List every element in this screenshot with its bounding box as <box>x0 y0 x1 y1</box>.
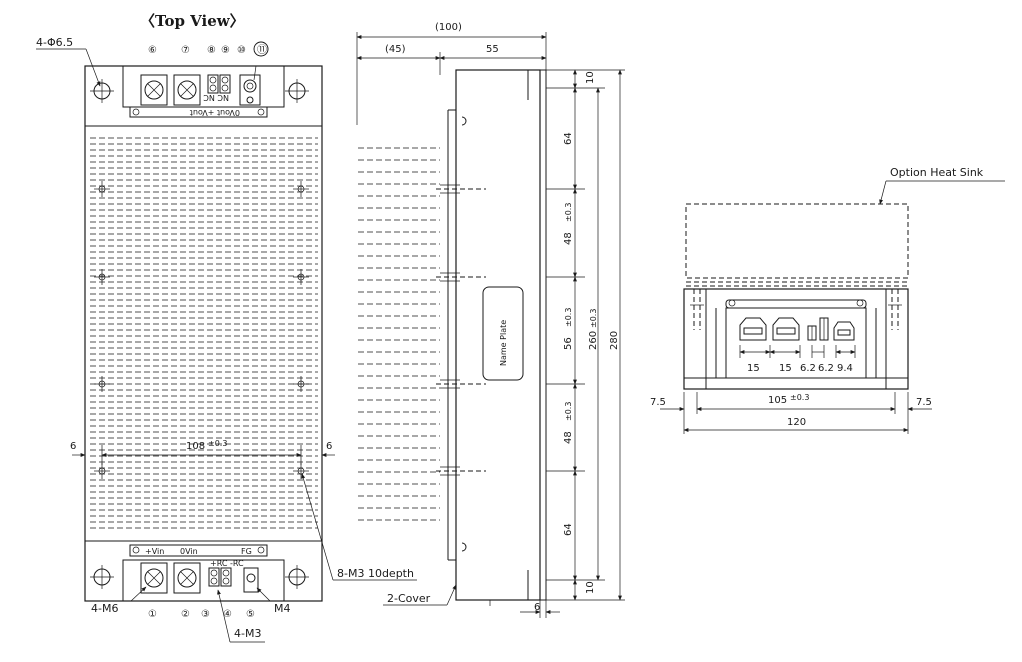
bottom-terminal-block <box>129 544 268 594</box>
m6-label: 4-M6 <box>91 602 118 615</box>
dim-64-top: 64 <box>563 132 574 145</box>
spacing-9-4: 9.4 <box>837 363 853 374</box>
mount-holes-label: 4-Φ6.5 <box>36 36 73 49</box>
dim-105: 105 <box>768 395 787 406</box>
option-heat-sink-label: Option Heat Sink <box>890 166 984 179</box>
output-label: 0Vout +Vout <box>190 108 240 117</box>
top-view-body <box>84 65 323 602</box>
spacing-6-2: 6.2 <box>800 363 816 374</box>
vertical-dimensions <box>546 69 625 601</box>
terminal-number: ② <box>181 609 190 620</box>
tolerance: ±0.3 <box>564 308 573 327</box>
name-plate <box>482 286 524 381</box>
dim-55: 55 <box>486 44 499 55</box>
spacing-6-2: 6.2 <box>818 363 834 374</box>
terminal-number: ③ <box>201 609 210 620</box>
dim-56: 56 <box>563 337 574 350</box>
terminal-number: ⑩ <box>237 45 246 56</box>
terminal-number: ⑤ <box>246 609 255 620</box>
mounting-hole-icon <box>90 79 309 589</box>
top-view-title: 〈Top View〉 <box>140 12 245 30</box>
bottom-terminal-plate <box>122 559 285 602</box>
terminal-number: ⑦ <box>181 45 190 56</box>
terminal-number: ⑥ <box>148 45 157 56</box>
dim-45: (45) <box>385 44 406 55</box>
tolerance: ±0.3 <box>589 309 598 328</box>
dim-100: (100) <box>435 22 462 33</box>
side-screw-icon <box>436 184 486 476</box>
dim-64-bottom: 64 <box>563 523 574 536</box>
name-plate-label: Name Plate <box>499 320 508 366</box>
front-terminal-block <box>739 317 855 341</box>
heat-sink-fins <box>90 137 318 529</box>
terminal-number: ⑧ <box>207 45 216 56</box>
dim-280: 280 <box>609 331 620 350</box>
option-heat-sink <box>685 203 909 279</box>
vin-plus-label: +Vin <box>145 547 164 556</box>
side-view: (100) (45) 55 Name Plate <box>356 22 625 618</box>
dim-108: 108 <box>186 441 205 452</box>
dim-7-5-left: 7.5 <box>650 397 666 408</box>
nc-label: NC NC <box>203 93 229 102</box>
top-view: 〈Top View〉 NC NC 0Vou <box>36 12 417 643</box>
tolerance: ±0.3 <box>208 439 227 448</box>
fg-label: FG <box>241 547 252 556</box>
dim-6-right: 6 <box>326 441 332 452</box>
terminal-number: ⑪ <box>257 44 267 56</box>
top-terminal-block <box>129 74 268 118</box>
dim-120: 120 <box>787 417 806 428</box>
dim-260: 260 <box>588 331 599 350</box>
front-view: Option Heat Sink <box>650 166 1005 434</box>
dim-6-left: 6 <box>70 441 76 452</box>
tolerance: ±0.3 <box>564 402 573 421</box>
spacing-15: 15 <box>747 363 760 374</box>
dim-48-top: 48 <box>563 232 574 245</box>
terminal-number: ① <box>148 609 157 620</box>
dim-10-top: 10 <box>585 71 596 84</box>
spacing-15: 15 <box>779 363 792 374</box>
side-view-body <box>455 69 541 601</box>
dim-cover: 6 <box>534 602 540 613</box>
rc-label: +RC -RC <box>210 559 244 568</box>
side-heat-sink-fins <box>358 147 440 521</box>
tolerance: ±0.3 <box>564 203 573 222</box>
internal-mount-icon <box>94 181 309 479</box>
terminal-11-marker <box>253 41 269 57</box>
cover-label: 2-Cover <box>387 592 431 605</box>
m3-label: 4-M3 <box>234 627 261 640</box>
terminal-number: ⑨ <box>221 45 230 56</box>
dim-48-bottom: 48 <box>563 431 574 444</box>
m3-holes-label: 8-M3 10depth <box>337 567 414 580</box>
dim-10-bottom: 10 <box>585 581 596 594</box>
vin-zero-label: 0Vin <box>180 547 198 556</box>
terminal-number: ④ <box>223 609 232 620</box>
m4-label: M4 <box>274 602 291 615</box>
dim-7-5-right: 7.5 <box>916 397 932 408</box>
tolerance: ±0.3 <box>790 393 809 402</box>
